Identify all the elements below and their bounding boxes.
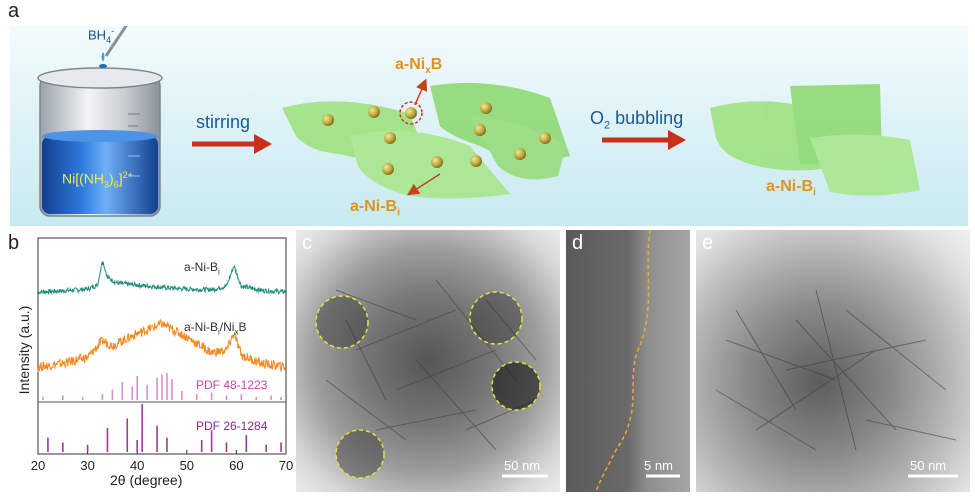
x-tick-label: 60: [229, 458, 243, 473]
beaker-label: Ni[(NH3)6]2+: [62, 170, 133, 190]
stirring-arrow-icon: [192, 134, 272, 154]
plot-frame: [37, 237, 287, 455]
particle-highlight-circles: [315, 291, 541, 479]
xrd-svg: 20 30 40 50 60 70: [31, 237, 293, 473]
panel-label-d: d: [572, 232, 584, 254]
tem-image-e: e 50 nm: [696, 230, 970, 492]
panel-label-e: e: [702, 232, 714, 254]
beaker: [37, 67, 163, 217]
xrd-series-2: [37, 318, 286, 373]
scheme-graphics: [37, 26, 920, 217]
panel-label-c: c: [302, 232, 312, 254]
curve1-label: a-Ni-Bi: [184, 260, 220, 277]
a-ni-bi-label-product: a-Ni-Bi: [766, 178, 816, 199]
curve2-label: a-Ni-Bi/NixB: [184, 320, 247, 337]
xrd-series-1: [37, 260, 286, 295]
x-tick-label: 20: [31, 458, 45, 473]
nixb-particles: [322, 78, 551, 196]
x-tick-label: 50: [180, 458, 194, 473]
scale-bar-e: 50 nm: [910, 458, 947, 473]
x-tick-label: 40: [130, 458, 144, 473]
bh4-label: BH4-: [88, 26, 115, 45]
x-tick-label: 70: [279, 458, 293, 473]
xrd-chart: 20 30 40 50 60 70 Intensity (a.u.) 2θ (degree…: [0, 232, 300, 496]
scale-bar-d: 5 nm: [644, 458, 673, 473]
bubbling-arrow-icon: [602, 130, 686, 150]
ref1-label: PDF 48-1223: [196, 378, 268, 392]
dropper-icon: [99, 26, 128, 68]
y-axis-label: Intensity (a.u.): [16, 305, 32, 395]
stirring-label: stirring: [196, 112, 251, 132]
synthesis-scheme: BH4- Ni[(NH3)6]2+ stirring O2 bubbling a…: [10, 26, 968, 226]
a-ni-bi-nanosheets: [710, 84, 920, 196]
panel-label-a: a: [8, 0, 20, 22]
x-axis-label: 2θ (degree): [110, 472, 183, 488]
x-tick-label: 30: [80, 458, 94, 473]
panel-label-b: b: [8, 232, 20, 254]
o2-bubbling-label: O2 bubbling: [590, 108, 684, 132]
ref2-label: PDF 26-1284: [196, 419, 268, 433]
a-ni-bi-label-middle: a-Ni-Bi: [350, 198, 400, 219]
nixb-label: a-NixB: [395, 56, 443, 77]
nanosheets-with-particles: [282, 82, 570, 199]
boundary-line: [595, 230, 651, 492]
scale-bar-c: 50 nm: [504, 458, 541, 473]
tem-image-d: d 5 nm: [566, 230, 690, 492]
tem-image-c: c 50 nm: [296, 230, 560, 492]
